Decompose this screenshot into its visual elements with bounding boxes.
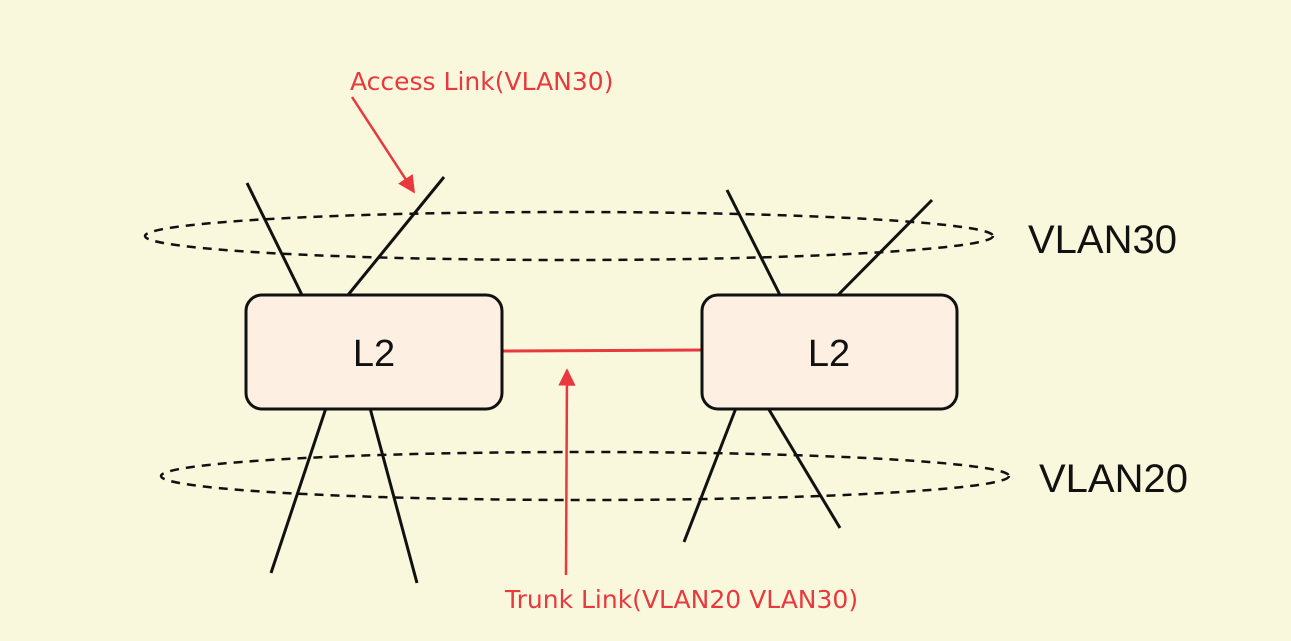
switch-right: L2: [700, 293, 959, 411]
access-link-arrow: [350, 96, 416, 194]
access-link-left-2: [346, 176, 446, 296]
access-link-right-1: [725, 189, 782, 296]
switch-right-label: L2: [808, 333, 850, 375]
switch-left-label: L2: [353, 333, 395, 375]
access-link-left-3: [269, 407, 328, 574]
trunk-link-annotation: Trunk Link(VLAN20 VLAN30): [504, 585, 858, 614]
access-link-left-1: [245, 182, 304, 296]
access-link-right-3: [682, 407, 738, 543]
switch-left-box: [244, 293, 504, 411]
switch-left: L2: [244, 293, 504, 411]
access-link-annotation: Access Link(VLAN30): [350, 67, 613, 96]
switch-right-box: [700, 293, 959, 411]
vlan30-boundary: [143, 210, 995, 262]
access-link-left-4: [368, 407, 419, 584]
trunk-link: [501, 348, 703, 353]
vlan20-label: VLAN20: [1039, 457, 1188, 501]
trunk-link-arrow: [558, 368, 576, 576]
access-link-right-2: [836, 198, 934, 297]
access-link-right-4: [766, 407, 842, 529]
vlan30-label: VLAN30: [1028, 218, 1177, 262]
vlan20-boundary: [159, 450, 1011, 502]
